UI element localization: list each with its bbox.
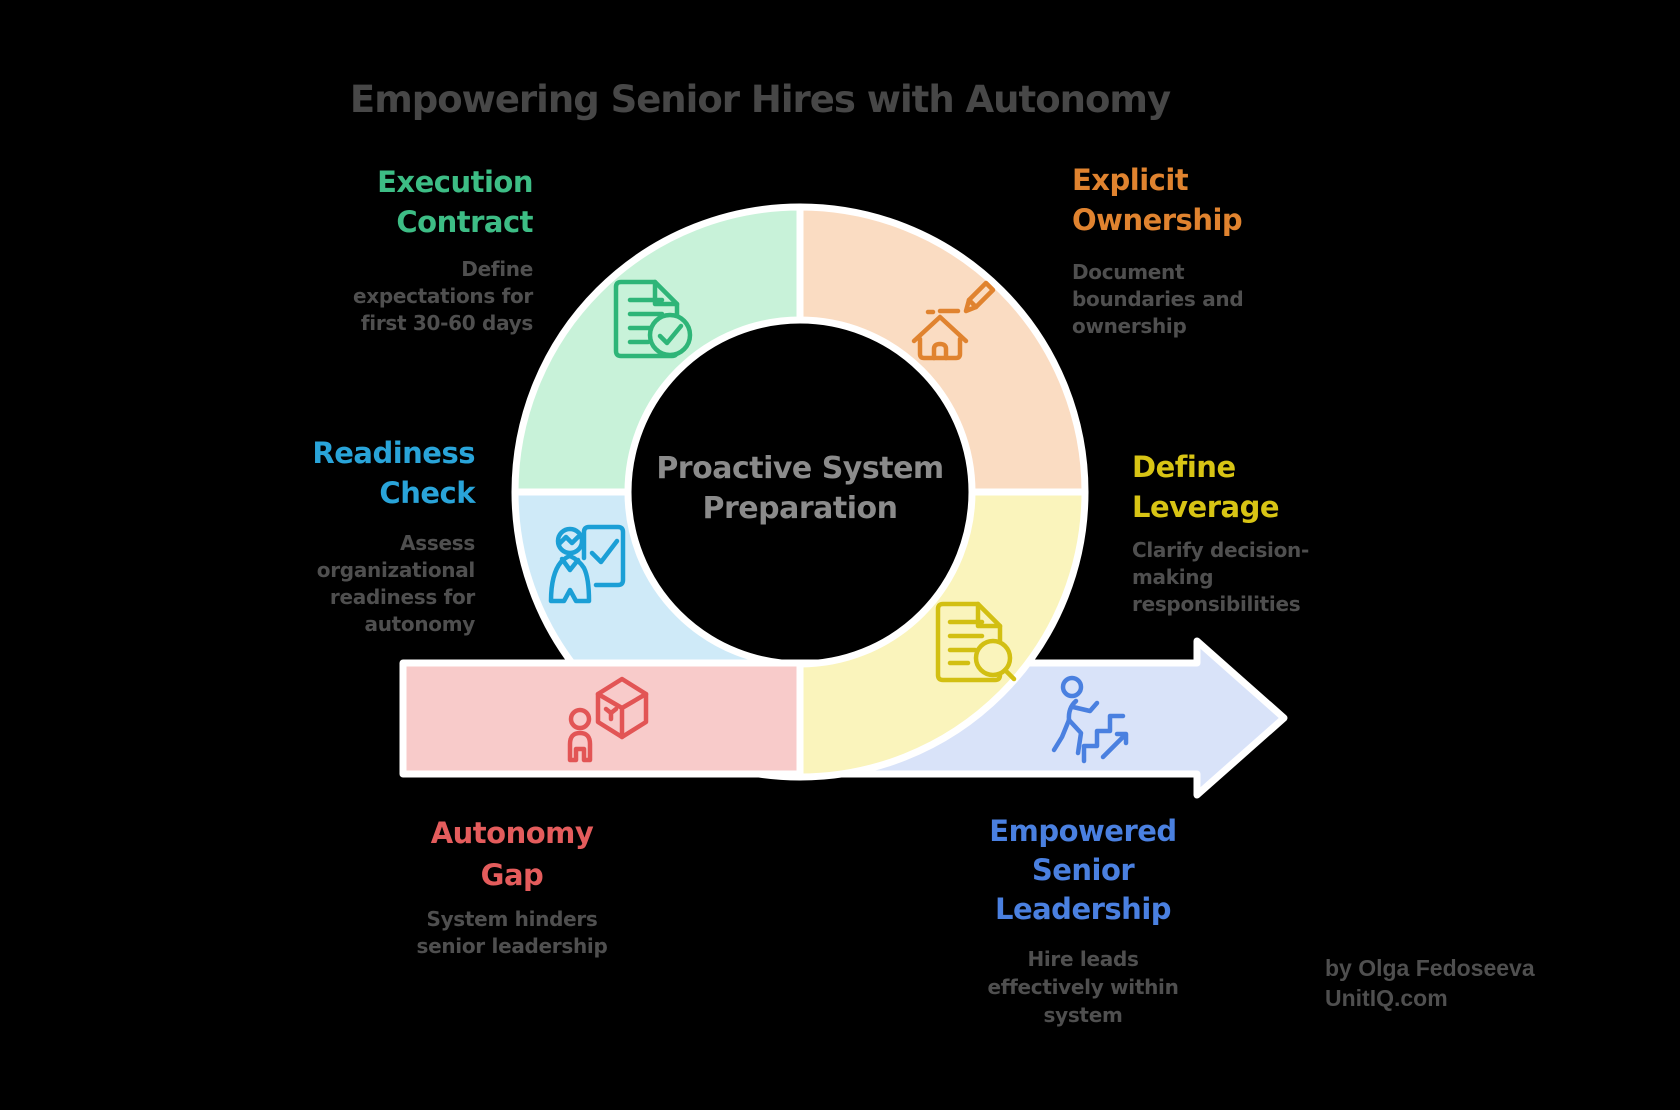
person-stairs-icon bbox=[1051, 675, 1129, 764]
document-check-icon bbox=[613, 279, 693, 359]
ring-segment-define-leverage bbox=[796, 488, 1089, 781]
section-description-execution-contract: Define expectations for first 30-60 days bbox=[352, 257, 533, 335]
section-title-explicit-ownership: Explicit Ownership bbox=[1072, 163, 1243, 237]
house-pencil-icon bbox=[911, 280, 996, 361]
section-title-autonomy-gap: Autonomy Gap bbox=[430, 816, 594, 892]
section-description-autonomy-gap: System hinders senior leadership bbox=[416, 907, 608, 958]
document-search-icon bbox=[935, 601, 1017, 683]
section-title-define-leverage: Define Leverage bbox=[1132, 450, 1280, 524]
band-autonomy-gap bbox=[399, 659, 804, 778]
section-description-empowered-senior-leadership: Hire leads effectively within system bbox=[987, 947, 1179, 1027]
section-title-empowered-senior-leadership: Empowered Senior Leadership bbox=[989, 814, 1177, 926]
section-description-explicit-ownership: Document boundaries and ownership bbox=[1072, 260, 1244, 338]
section-title-execution-contract: Execution Contract bbox=[377, 165, 533, 239]
section-description-readiness-check: Assess organizational readiness for auto… bbox=[316, 531, 476, 636]
person-box-icon bbox=[567, 676, 649, 763]
attribution: by Olga Fedoseeva UnitIQ.com bbox=[1325, 955, 1535, 1011]
page-title: Empowering Senior Hires with Autonomy bbox=[349, 78, 1171, 121]
cycle-center-label: Proactive System Preparation bbox=[656, 451, 944, 526]
section-title-readiness-check: Readiness Check bbox=[312, 436, 475, 510]
ring-segment-explicit-ownership bbox=[796, 203, 1089, 496]
person-checkboard-icon bbox=[548, 524, 626, 604]
section-description-define-leverage: Clarify decision- making responsibilitie… bbox=[1132, 538, 1309, 616]
